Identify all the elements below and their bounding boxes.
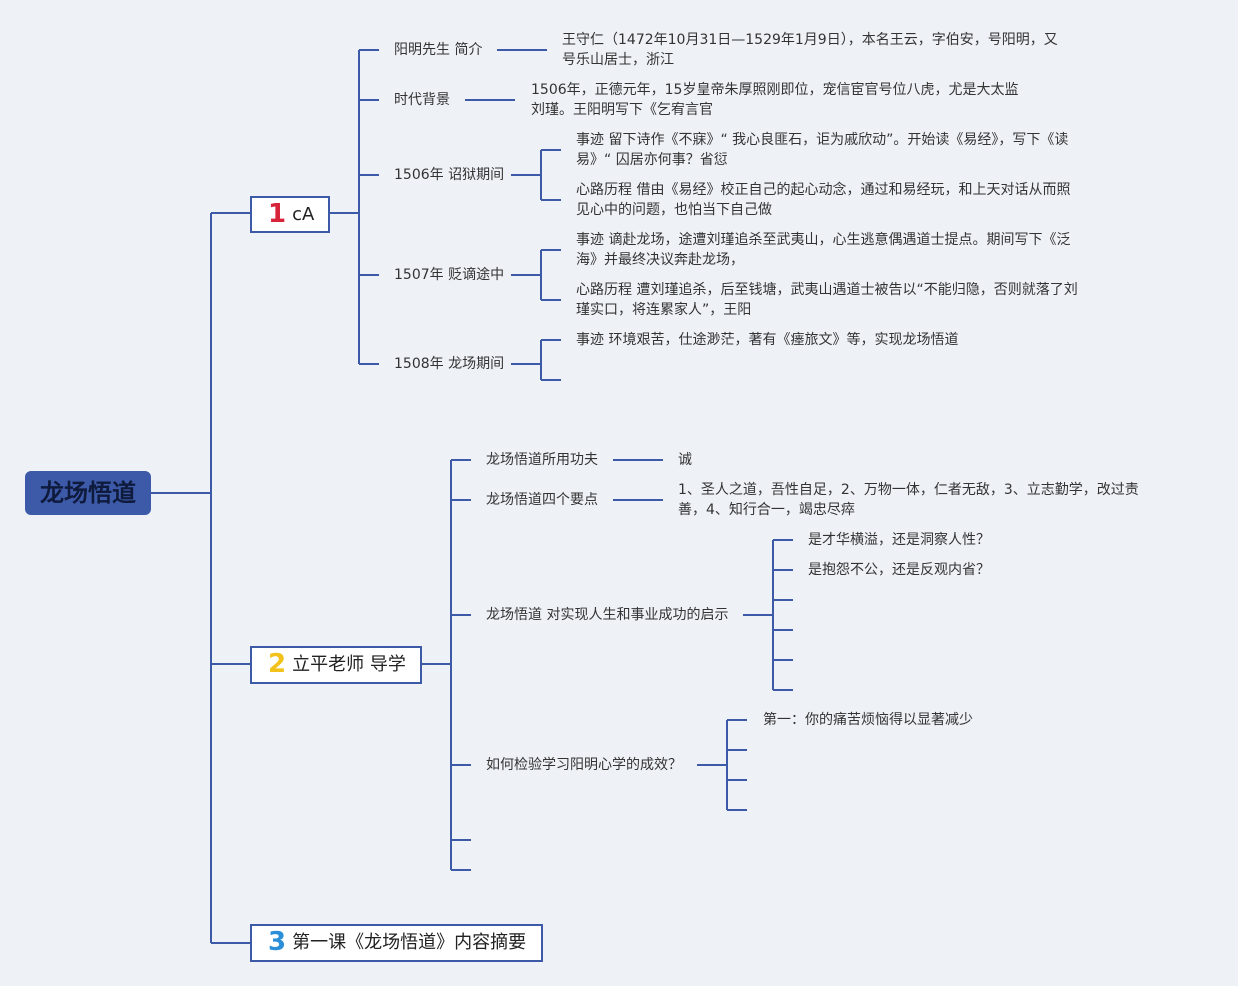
subtopic-insights[interactable]: 龙场悟道 对实现人生和事业成功的启示 <box>486 607 729 623</box>
subtopic-1507[interactable]: 1507年 贬谪途中 <box>394 267 505 283</box>
detail-insight-1[interactable]: 是才华横溢，还是洞察人性？ <box>808 532 990 548</box>
detail-cheng[interactable]: 诚 <box>678 452 692 468</box>
detail-background[interactable]: 1506年，正德元年，15岁皇帝朱厚照刚即位，宠信宦官号位八虎，尤是大太监刘瑾。… <box>531 82 1019 118</box>
detail-insight-2[interactable]: 是抱怨不公，还是反观内省？ <box>808 562 990 578</box>
branch-3-label: 第一课《龙场悟道》内容摘要 <box>292 932 527 953</box>
number-3-icon: 3 <box>268 927 287 957</box>
detail-1507-events[interactable]: 事迹 谪赴龙场，途遭刘瑾追杀至武夷山，心生逃意偶遇道士提点。期间写下《泛海》并最… <box>576 232 1071 268</box>
number-2-icon: 2 <box>268 649 287 679</box>
detail-four-points[interactable]: 1、圣人之道，吾性自足，2、万物一体，仁者无敌，3、立志勤学，改过责善，4、知行… <box>678 482 1139 518</box>
subtopic-background[interactable]: 时代背景 <box>394 92 450 108</box>
detail-1506-mind[interactable]: 心路历程 借由《易经》校正自己的起心动念，通过和易经玩，和上天对话从而照见心中的… <box>576 182 1071 218</box>
detail-1508-events[interactable]: 事迹 环境艰苦，仕途渺茫，著有《瘗旅文》等，实现龙场悟道 <box>576 332 959 348</box>
detail-1506-events[interactable]: 事迹 留下诗作《不寐》“ 我心良匪石，讵为戚欣动”。开始读《易经》，写下《读易》… <box>576 132 1069 168</box>
detail-intro[interactable]: 王守仁（1472年10月31日—1529年1月9日），本名王云，字伯安，号阳明，… <box>562 32 1058 68</box>
subtopic-key-points[interactable]: 龙场悟道四个要点 <box>486 492 598 508</box>
subtopic-1506[interactable]: 1506年 诏狱期间 <box>394 167 505 183</box>
detail-check-1[interactable]: 第一：你的痛苦烦恼得以显著减少 <box>763 712 973 728</box>
branch-1-label: cA <box>292 204 315 225</box>
subtopic-1508[interactable]: 1508年 龙场期间 <box>394 356 505 372</box>
number-1-icon: 1 <box>268 199 287 229</box>
root-topic[interactable]: 龙场悟道 <box>25 471 151 515</box>
detail-1507-mind[interactable]: 心路历程 遭刘瑾追杀，后至钱塘，武夷山遇道士被告以“不能归隐，否则就落了刘瑾实口… <box>576 282 1078 318</box>
subtopic-gongfu[interactable]: 龙场悟道所用功夫 <box>486 452 598 468</box>
subtopic-intro[interactable]: 阳明先生 简介 <box>394 42 483 58</box>
subtopic-check-results[interactable]: 如何检验学习阳明心学的成效？ <box>486 757 682 773</box>
branch-2-label: 立平老师 导学 <box>292 654 406 675</box>
